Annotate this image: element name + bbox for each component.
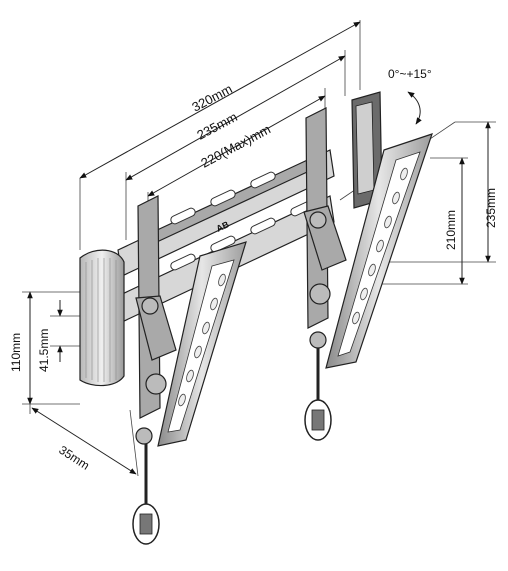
tilt-arm-left bbox=[135, 241, 247, 508]
tilt-arm-right bbox=[303, 133, 433, 404]
tilt-arrow-icon bbox=[407, 91, 422, 125]
label-height-overall: 235mm bbox=[484, 188, 498, 228]
pull-tab-left bbox=[132, 503, 160, 545]
label-height-wall-plate: 110mm bbox=[9, 333, 23, 372]
label-tilt-range: 0°~+15° bbox=[388, 67, 432, 81]
pull-tab-right bbox=[304, 399, 332, 441]
label-width-overall: 320mm bbox=[189, 81, 234, 115]
label-height-arm: 210mm bbox=[444, 210, 458, 250]
label-width-outer-holes: 235mm bbox=[194, 109, 239, 143]
end-cap-left bbox=[79, 249, 125, 387]
end-cap-right bbox=[351, 91, 383, 209]
label-offset-vertical: 41.5mm bbox=[37, 329, 51, 372]
dimension-lines-top bbox=[79, 20, 361, 250]
label-depth: 35mm bbox=[56, 443, 92, 473]
